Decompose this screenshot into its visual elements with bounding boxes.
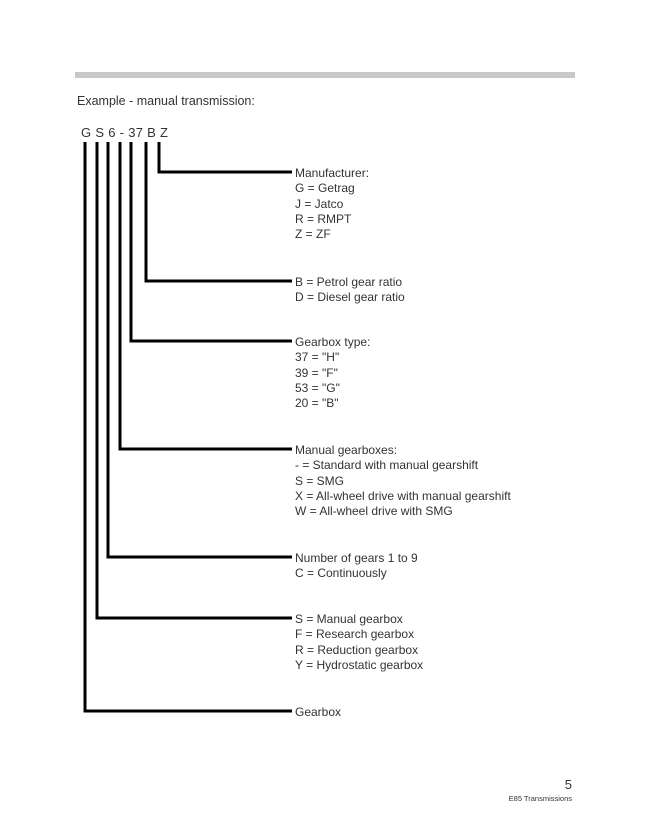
legend-line: S = Manual gearbox [295,612,403,626]
legend-line: D = Diesel gear ratio [295,290,405,305]
legend-line: R = RMPT [295,211,352,226]
legend-block: Gearbox type:37 = "H"39 = "F"53 = "G"20 … [295,335,370,411]
legend-line: F = Research gearbox [295,627,415,642]
legend-line: Manual gearboxes: [295,443,398,457]
legend-line: Y = Hydrostatic gearbox [295,657,424,672]
legend-line: Gearbox [295,705,342,719]
legend-line: W = All-wheel drive with SMG [295,504,453,519]
type-code: G S 6 - 37 B Z [81,125,169,140]
legend-line: S = SMG [295,473,345,488]
header-rule [75,72,575,78]
legend-line: - = Standard with manual gearshift [295,458,479,473]
legend-block: Manual gearboxes:- = Standard with manua… [295,443,511,519]
legend-line: C = Continuously [295,566,387,581]
legend-line: 39 = "F" [295,365,338,380]
legend-block: Gearbox [295,705,341,720]
legend-line: 20 = "B" [295,396,339,411]
legend-line: X = All-wheel drive with manual gearshif… [295,488,511,503]
legend-line: B = Petrol gear ratio [295,275,403,289]
legend-line: J = Jatco [295,196,344,211]
footer-title: E85 Transmissions [508,794,572,803]
legend-line: Number of gears 1 to 9 [295,551,418,565]
legend-line: Z = ZF [295,227,331,242]
legend-line: R = Reduction gearbox [295,642,419,657]
page-number: 5 [564,777,572,792]
intro-text: Example - manual transmission: [77,94,255,108]
legend-line: Gearbox type: [295,335,371,349]
legend-line: G = Getrag [295,181,355,196]
legend-line: Manufacturer: [295,166,370,180]
legend-line: 53 = "G" [295,380,340,395]
legend-line: 37 = "H" [295,350,340,365]
